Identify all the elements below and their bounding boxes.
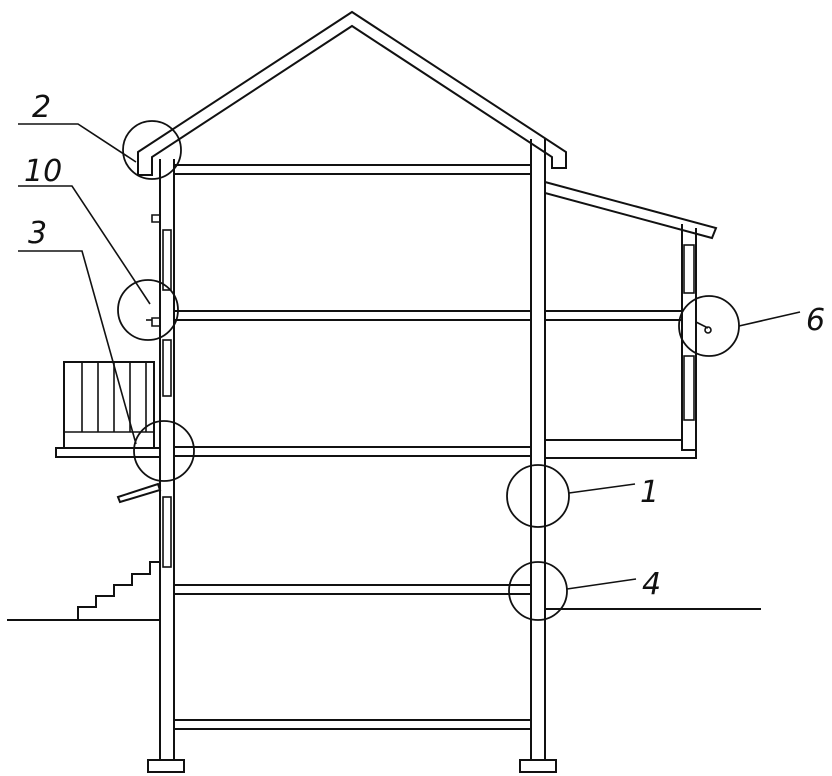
main-roof: [137, 10, 567, 176]
left-windows: [162, 229, 172, 568]
floor-slab-1: [173, 446, 532, 457]
callout-label-4: 4: [642, 567, 661, 602]
callout-label-3: 3: [28, 216, 47, 251]
drain-detail-icon: [695, 321, 712, 334]
callout-label-6: 6: [806, 303, 825, 338]
floor-slab-basement: [173, 719, 532, 730]
annex-slab-upper: [544, 310, 683, 321]
callout-circle-1: [506, 464, 570, 528]
annex-slab-lower: [544, 439, 697, 459]
callout-circle-3: [133, 420, 195, 482]
balcony: [55, 361, 161, 458]
callout-label-1: 1: [640, 475, 659, 510]
callout-circle-6: [678, 295, 740, 357]
leader-lines: [18, 123, 801, 590]
left-wall-details: [151, 214, 160, 327]
entrance-canopy: [116, 482, 162, 504]
callout-circle-10: [117, 279, 179, 341]
left-wall: [159, 159, 175, 761]
floor-slab-ground: [173, 584, 532, 595]
exterior-stairs: [77, 561, 161, 621]
right-wall: [530, 139, 546, 761]
floor-slab-2: [173, 310, 532, 321]
annex-roof: [544, 180, 718, 240]
callout-label-10: 10: [24, 154, 62, 189]
foundation-footings: [147, 759, 557, 773]
callout-circle-2: [122, 120, 182, 180]
callout-label-2: 2: [32, 90, 51, 125]
callout-circle-4: [508, 561, 568, 621]
attic-slab: [173, 164, 532, 175]
